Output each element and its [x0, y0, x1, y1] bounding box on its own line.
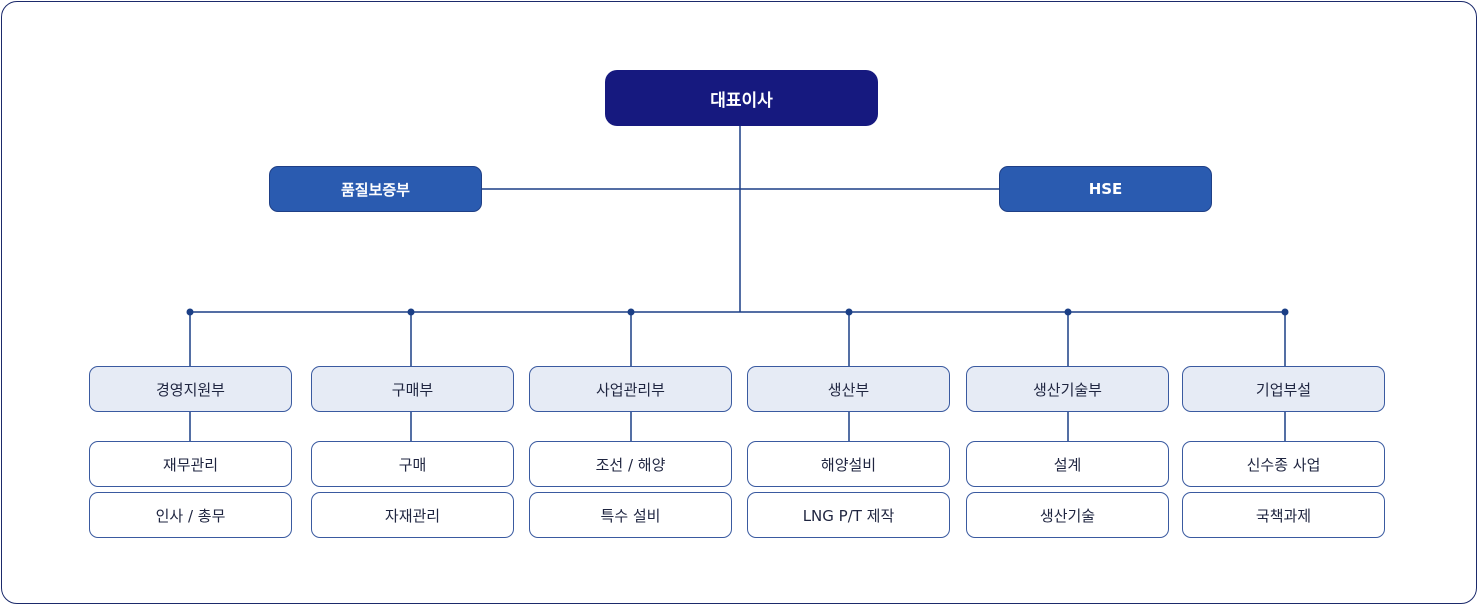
- sub-purchasing: 구매: [311, 441, 514, 487]
- sub-hr-general-affairs: 인사 / 총무: [89, 492, 292, 538]
- sub-design: 설계: [966, 441, 1169, 487]
- sub-finance: 재무관리: [89, 441, 292, 487]
- junction-dot: [845, 308, 853, 316]
- dept-production-engineering: 생산기술부: [966, 366, 1169, 412]
- junction-dot: [627, 308, 635, 316]
- sub-materials: 자재관리: [311, 492, 514, 538]
- sub-new-business: 신수종 사업: [1182, 441, 1385, 487]
- quality-assurance-box: 품질보증부: [269, 166, 482, 212]
- junction-dot: [407, 308, 415, 316]
- junction-dot: [1281, 308, 1289, 316]
- sub-national-projects: 국책과제: [1182, 492, 1385, 538]
- dept-management-support: 경영지원부: [89, 366, 292, 412]
- dept-project-management: 사업관리부: [529, 366, 732, 412]
- sub-shipbuilding-offshore: 조선 / 해양: [529, 441, 732, 487]
- sub-offshore-equipment: 해양설비: [747, 441, 950, 487]
- sub-production-tech: 생산기술: [966, 492, 1169, 538]
- ceo-box: 대표이사: [605, 70, 878, 126]
- dept-purchasing: 구매부: [311, 366, 514, 412]
- dept-corporate-research: 기업부설: [1182, 366, 1385, 412]
- hse-box: HSE: [999, 166, 1212, 212]
- dept-production: 생산부: [747, 366, 950, 412]
- junction-dot: [186, 308, 194, 316]
- sub-lng-pt-fabrication: LNG P/T 제작: [747, 492, 950, 538]
- junction-dot: [1064, 308, 1072, 316]
- sub-special-equipment: 특수 설비: [529, 492, 732, 538]
